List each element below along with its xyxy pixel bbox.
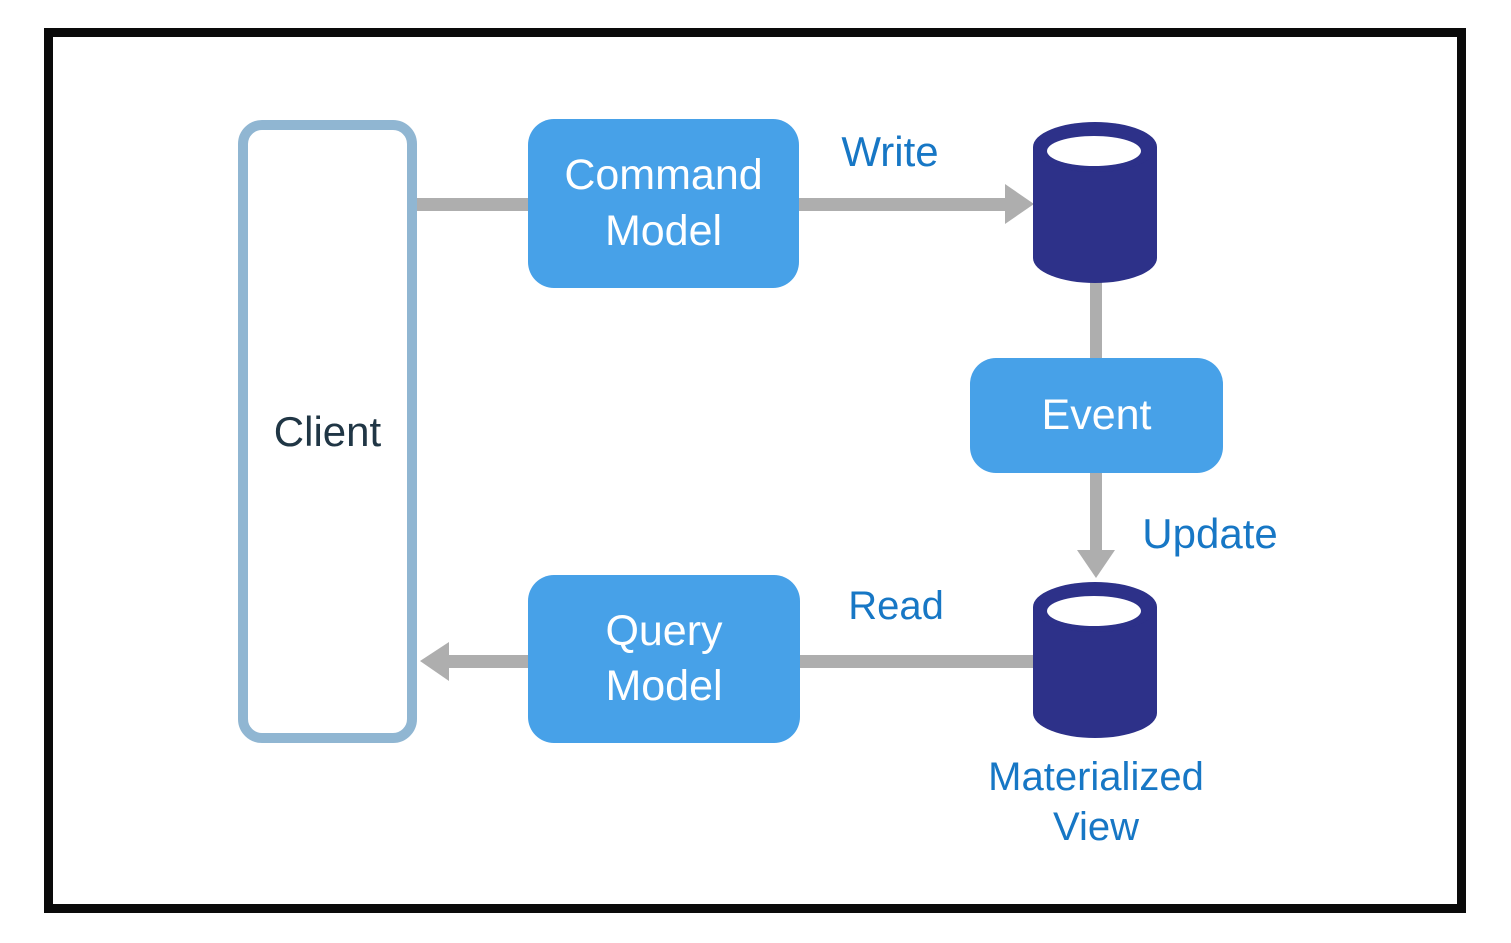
event-node-label: Event	[1041, 390, 1152, 439]
event-store-cylinder-icon	[1033, 122, 1157, 283]
write-edge-label: Write	[841, 128, 939, 175]
query-model-node-label: Query Model	[605, 606, 723, 710]
client-node: Client	[238, 120, 417, 743]
event-node: Event	[970, 358, 1223, 473]
update-arrow	[1077, 471, 1115, 578]
materialized-view-label: Materialized View	[988, 755, 1204, 849]
read-edge-label: Read	[848, 584, 944, 628]
query-model-node: Query Model	[528, 575, 800, 743]
command-model-node-label: Command Model	[564, 151, 763, 255]
materialized-view-cylinder-icon	[1033, 582, 1157, 738]
store-to-event-connector	[1090, 278, 1102, 362]
command-model-node: Command Model	[528, 119, 799, 288]
update-edge-label: Update	[1142, 510, 1278, 557]
client-node-label: Client	[273, 407, 382, 455]
